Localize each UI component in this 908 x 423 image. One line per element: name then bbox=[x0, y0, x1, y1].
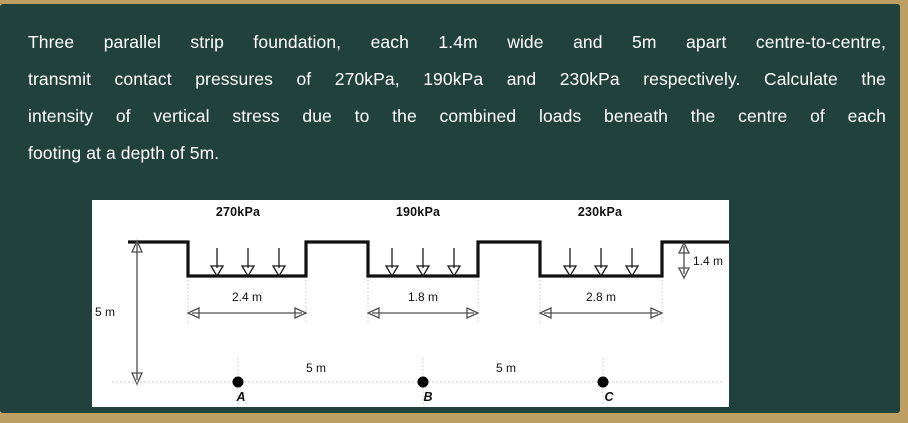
embedment-label: 1.4 m bbox=[693, 254, 723, 268]
width-dimension-1: 2.4 m bbox=[186, 290, 308, 320]
pressure-label-3: 230kPa bbox=[578, 205, 623, 219]
question-line-2: transmit contact pressures of 270kPa, 19… bbox=[28, 69, 886, 89]
point-label-b: B bbox=[423, 390, 432, 404]
load-arrows-footing-1 bbox=[209, 248, 287, 278]
embedment-dimension: 1.4 m bbox=[677, 241, 723, 280]
depth-dimension: 5 m bbox=[95, 239, 144, 386]
width-dimension-3: 2.8 m bbox=[538, 290, 664, 320]
load-arrows-footing-3 bbox=[562, 248, 640, 278]
spacing-label-2: 5 m bbox=[496, 361, 516, 375]
point-marker-c: C bbox=[597, 358, 614, 405]
point-label-a: A bbox=[235, 390, 245, 404]
question-line-4: footing at a depth of 5m. bbox=[28, 143, 220, 163]
point-marker-a: A bbox=[232, 358, 246, 405]
pressure-label-1: 270kPa bbox=[216, 205, 261, 219]
foundation-profile bbox=[128, 240, 729, 278]
foundation-diagram: 270kPa 190kPa 230kPa bbox=[92, 200, 729, 407]
spacing-label-1: 5 m bbox=[306, 361, 326, 375]
question-text: Three parallel strip foundation, each 1.… bbox=[28, 24, 886, 172]
width-label-3: 2.8 m bbox=[586, 290, 616, 304]
question-line-1: Three parallel strip foundation, each 1.… bbox=[28, 32, 886, 52]
point-label-c: C bbox=[604, 390, 614, 404]
load-arrows-footing-2 bbox=[384, 248, 462, 278]
question-line-3: intensity of vertical stress due to the … bbox=[28, 106, 886, 126]
depth-label: 5 m bbox=[95, 305, 115, 319]
pressure-label-2: 190kPa bbox=[396, 205, 441, 219]
width-label-2: 1.8 m bbox=[408, 290, 438, 304]
slide-board: Three parallel strip foundation, each 1.… bbox=[0, 4, 900, 413]
width-label-1: 2.4 m bbox=[232, 290, 262, 304]
point-marker-b: B bbox=[417, 358, 433, 405]
width-dimension-2: 1.8 m bbox=[366, 290, 480, 320]
